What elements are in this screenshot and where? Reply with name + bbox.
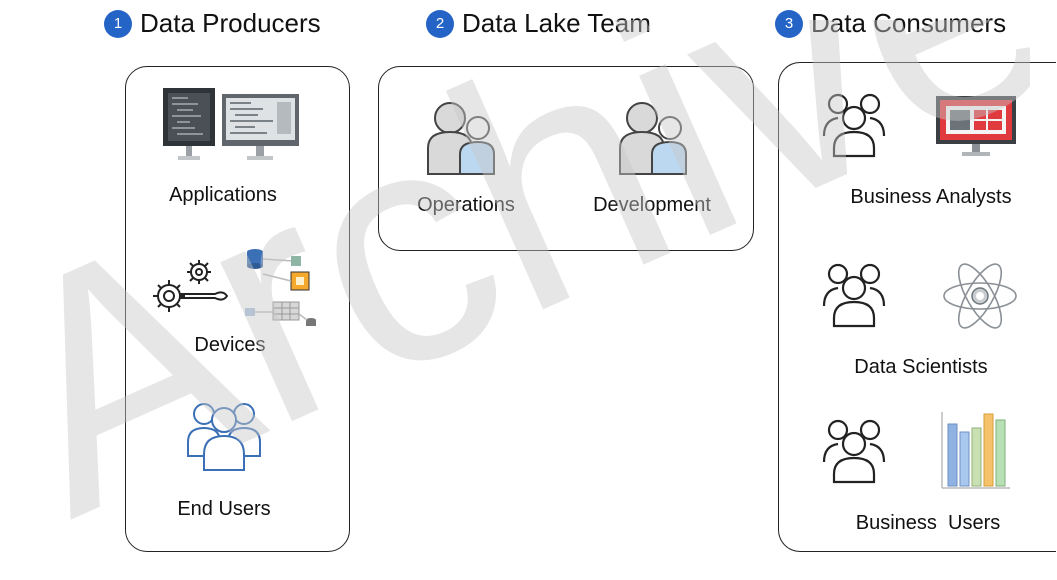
label-applications: Applications xyxy=(169,184,277,206)
title-data-lake-team: Data Lake Team xyxy=(462,8,651,38)
atom-icon xyxy=(943,263,1017,329)
step-badge-3: 3 xyxy=(775,9,803,38)
label-end-users: End Users xyxy=(177,498,271,520)
step-badge-1: 1 xyxy=(104,9,132,38)
header-data-consumers: 3 Data Consumers xyxy=(775,8,1006,39)
title-data-consumers: Data Consumers xyxy=(811,8,1007,38)
title-data-producers: Data Producers xyxy=(140,8,321,38)
panel-data-lake-team xyxy=(378,66,754,251)
label-devices: Devices xyxy=(194,334,266,356)
bar-chart-icon xyxy=(941,412,1010,489)
group-icon xyxy=(822,93,886,158)
step-badge-2: 2 xyxy=(426,9,454,38)
application-screens-icon xyxy=(163,88,299,160)
devices-gears-icon xyxy=(153,249,316,326)
header-data-lake-team: 2 Data Lake Team xyxy=(426,8,651,39)
header-data-producers: 1 Data Producers xyxy=(104,8,321,39)
label-development: Development xyxy=(593,194,711,216)
operations-user-icon xyxy=(427,102,495,175)
label-business-users: Business Users xyxy=(855,512,1001,534)
group-icon xyxy=(822,419,886,484)
group-icon xyxy=(822,263,886,328)
label-data-scientists: Data Scientists xyxy=(854,356,988,378)
label-operations: Operations xyxy=(417,194,515,216)
end-users-icon xyxy=(187,403,261,471)
development-user-icon xyxy=(619,102,687,175)
label-business-analysts: Business Analysts xyxy=(850,186,1012,208)
dashboard-monitor-icon xyxy=(936,96,1016,156)
